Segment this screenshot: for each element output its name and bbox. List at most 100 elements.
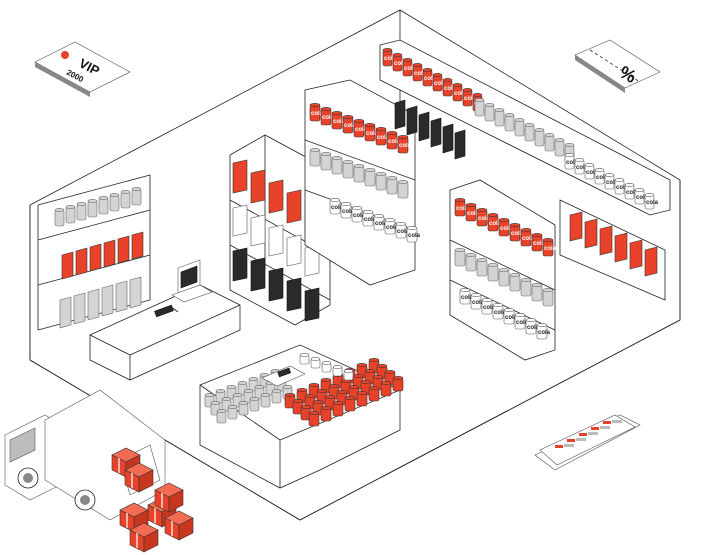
svg-text:cola: cola <box>424 76 437 82</box>
cola-bottle: cola <box>386 131 401 150</box>
vip-card-icon[interactable]: VIP 2000 <box>34 41 131 97</box>
product-box <box>614 232 628 263</box>
svg-text:cola: cola <box>527 325 540 331</box>
can <box>344 396 356 412</box>
cola-bottle: cola <box>644 193 659 210</box>
cola-bottle: cola <box>465 203 480 222</box>
svg-text:cola: cola <box>596 175 609 181</box>
svg-text:cola: cola <box>461 295 474 301</box>
can <box>260 393 271 408</box>
cola-bottle: cola <box>459 288 474 305</box>
svg-text:cola: cola <box>467 211 480 217</box>
can <box>300 405 312 421</box>
cola-bottle: cola <box>531 233 546 252</box>
svg-text:cola: cola <box>456 206 469 212</box>
jar <box>534 128 545 147</box>
can <box>249 397 260 412</box>
cola-bottle: cola <box>373 214 388 231</box>
can <box>308 411 320 427</box>
svg-text:cola: cola <box>366 131 379 137</box>
cola-bottle: cola <box>498 218 513 237</box>
cola-bottle: cola <box>412 63 427 82</box>
cola-bottle: cola <box>462 88 477 107</box>
jar <box>487 263 499 282</box>
can <box>336 390 348 406</box>
cola-bottle: cola <box>452 83 467 102</box>
product-box <box>87 288 100 321</box>
jar <box>65 205 76 224</box>
barcode-scanner-icon[interactable] <box>154 304 179 318</box>
jar <box>131 187 142 206</box>
can <box>356 391 368 407</box>
cola-bottle: cola <box>442 78 457 97</box>
product-box <box>131 231 144 260</box>
svg-text:cola: cola <box>576 165 589 171</box>
cash-register-icon[interactable] <box>171 259 213 303</box>
cola-bottle: cola <box>454 198 469 217</box>
svg-text:cola: cola <box>483 305 496 311</box>
svg-text:cola: cola <box>388 139 401 145</box>
jar <box>474 98 485 117</box>
product-box <box>584 218 598 249</box>
svg-text:cola: cola <box>636 195 649 201</box>
product-box <box>406 105 418 136</box>
cola-bottle: cola <box>351 206 366 223</box>
product-box <box>250 214 266 247</box>
jar <box>514 118 525 137</box>
jar <box>454 248 466 267</box>
checkout-counter <box>89 259 241 381</box>
svg-text:cola: cola <box>408 233 421 239</box>
product-box <box>418 111 430 142</box>
svg-text:cola: cola <box>566 160 579 166</box>
can <box>320 406 332 422</box>
jar <box>120 190 131 209</box>
svg-text:cola: cola <box>322 115 335 121</box>
svg-text:cola: cola <box>489 221 502 227</box>
svg-text:cola: cola <box>404 66 417 72</box>
svg-text:cola: cola <box>355 127 368 133</box>
svg-text:cola: cola <box>384 56 397 62</box>
can <box>380 381 392 397</box>
cola-bottle: cola <box>634 188 649 205</box>
jar <box>332 365 343 377</box>
jar <box>375 172 387 191</box>
cola-bottle: cola <box>481 298 496 315</box>
cola-bottle: cola <box>375 127 390 146</box>
cola-bottle: cola <box>514 313 529 330</box>
product-box <box>268 224 284 257</box>
cola-bottle: cola <box>594 168 609 185</box>
product-box <box>232 247 248 282</box>
svg-text:cola: cola <box>364 217 377 223</box>
phone-app-icon[interactable] <box>534 414 641 471</box>
svg-text:cola: cola <box>464 96 477 102</box>
product-box <box>599 225 613 256</box>
svg-text:cola: cola <box>375 221 388 227</box>
discount-ticket-icon[interactable]: % <box>574 39 661 93</box>
jar <box>531 283 543 302</box>
product-box <box>430 117 442 148</box>
svg-text:cola: cola <box>646 200 659 206</box>
can <box>238 401 249 416</box>
cola-bottle: cola <box>564 153 579 170</box>
jar <box>309 148 321 167</box>
right-wall-shelf <box>559 199 666 301</box>
svg-text:cola: cola <box>333 119 346 125</box>
svg-text:cola: cola <box>414 71 427 77</box>
svg-text:cola: cola <box>500 226 513 232</box>
jar <box>504 113 515 132</box>
jar <box>386 176 398 195</box>
jar <box>498 268 510 287</box>
can <box>227 405 238 420</box>
product-box <box>129 276 142 309</box>
svg-text:cola: cola <box>434 81 447 87</box>
promo-display-island <box>199 344 404 489</box>
product-box <box>232 204 248 237</box>
cola-bottle: cola <box>320 107 335 126</box>
product-box <box>286 234 302 267</box>
jar <box>54 208 65 227</box>
product-box <box>442 123 454 154</box>
can <box>216 409 227 424</box>
svg-text:cola: cola <box>454 91 467 97</box>
